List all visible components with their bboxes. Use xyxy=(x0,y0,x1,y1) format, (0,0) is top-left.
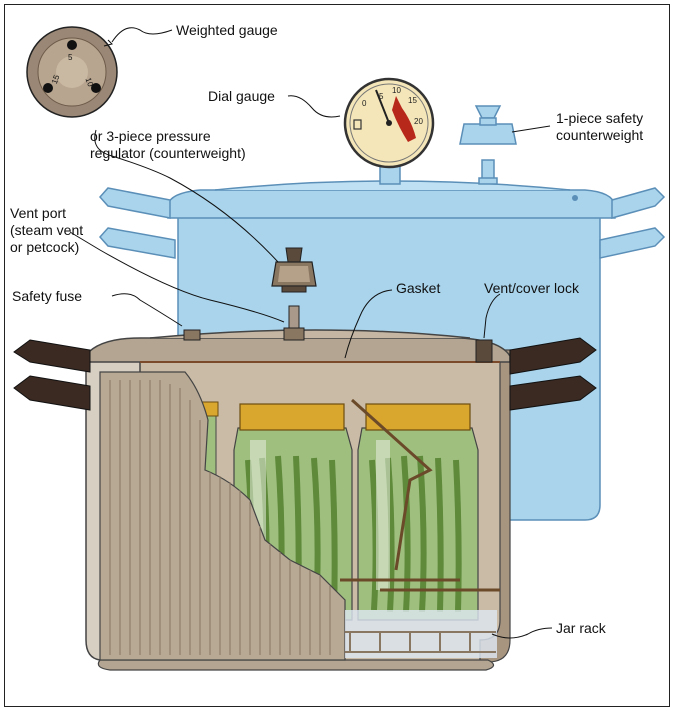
vent-cover-lock-icon xyxy=(475,339,493,363)
vent-port-label-line2: (steam vent xyxy=(10,222,84,238)
dial-mark-5: 5 xyxy=(379,92,384,101)
blue-handle-right-upper xyxy=(611,187,666,219)
three-piece-label-line2: regulator (counterweight) xyxy=(90,145,246,161)
three-piece-label-line1: or 3-piece pressure xyxy=(90,128,211,144)
jar-rack-label: Jar rack xyxy=(556,620,606,636)
blue-handle-left-lower xyxy=(98,227,176,259)
one-piece-label-line2: counterweight xyxy=(556,127,644,143)
dial-mark-10: 10 xyxy=(392,86,401,95)
dark-handle-left-lower xyxy=(13,375,91,411)
vent-port-label-line1: Vent port xyxy=(10,205,67,221)
gasket-label: Gasket xyxy=(396,280,441,296)
three-piece-regulator-icon xyxy=(271,247,317,293)
metal-canner-lid xyxy=(85,337,511,363)
water-level xyxy=(345,610,497,658)
blue-handle-right-lower xyxy=(599,227,666,259)
dial-gauge-icon: 5 10 15 20 0 xyxy=(343,77,435,169)
weighted-mark-10: 10 xyxy=(84,76,96,88)
weighted-mark-15: 15 xyxy=(50,73,62,85)
one-piece-label-line1: 1-piece safety xyxy=(556,110,644,126)
dial-mark-15: 15 xyxy=(408,96,417,105)
jar-rack xyxy=(345,631,496,653)
cutaway-ribs xyxy=(109,380,331,655)
weighted-gauge-icon: 5 10 15 xyxy=(26,26,118,118)
metal-canner-illustration xyxy=(13,305,597,671)
leader-lines xyxy=(69,27,553,639)
vent-port-icon xyxy=(283,305,305,341)
safety-fuse-label: Safety fuse xyxy=(12,288,83,304)
dial-mark-0: 0 xyxy=(362,99,367,108)
weighted-gauge-label: Weighted gauge xyxy=(176,22,278,38)
dial-gauge-label: Dial gauge xyxy=(208,88,275,104)
cutaway-front-wall xyxy=(99,371,346,661)
dial-mark-20: 20 xyxy=(414,117,423,126)
dark-handle-right-upper xyxy=(509,337,597,375)
weighted-mark-5: 5 xyxy=(68,53,73,62)
jar-lifter xyxy=(340,398,500,592)
vent-port-label-line3: or petcock) xyxy=(10,239,80,255)
jar-right xyxy=(357,403,479,621)
one-piece-counterweight-icon xyxy=(459,105,517,145)
dark-handle-right-lower xyxy=(509,375,597,411)
dark-handle-left-upper xyxy=(13,339,91,373)
blue-handle-left-upper xyxy=(98,187,171,219)
safety-fuse-icon xyxy=(183,329,201,341)
vent-cover-lock-label: Vent/cover lock xyxy=(484,280,579,296)
blue-canner-lid xyxy=(167,189,616,219)
figure-frame xyxy=(4,4,670,707)
